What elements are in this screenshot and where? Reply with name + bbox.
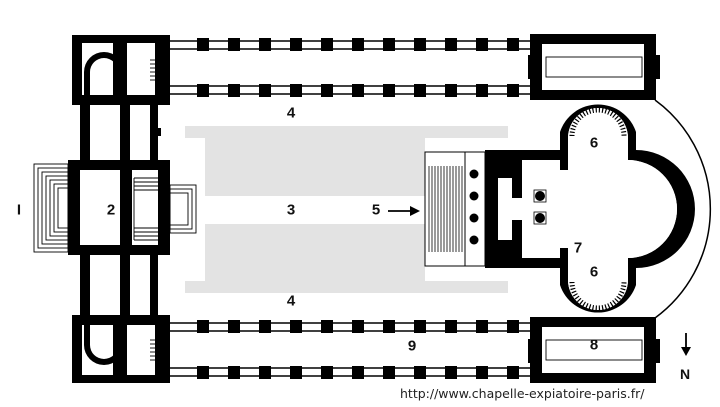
- gallery-pier: [259, 38, 271, 51]
- gallery-pier: [507, 366, 519, 379]
- gallery-pier: [228, 366, 240, 379]
- chapel: [485, 104, 695, 313]
- gallery-pier: [321, 84, 333, 97]
- compass-north-label: N: [680, 366, 691, 382]
- gallery-pier: [228, 38, 240, 51]
- gallery-pier: [228, 320, 240, 333]
- gallery-pier: [197, 84, 209, 97]
- gallery-piers: [197, 38, 519, 379]
- gallery-pier: [476, 84, 488, 97]
- source-url: http://www.chapelle-expiatoire-paris.fr/: [400, 386, 645, 401]
- gallery-pier: [414, 320, 426, 333]
- north-arrow-icon: [681, 333, 691, 356]
- inner-steps: [133, 177, 197, 241]
- gallery-pier: [259, 84, 271, 97]
- arrow-5: [388, 206, 420, 216]
- gallery-pier: [197, 38, 209, 51]
- gallery-pier: [383, 320, 395, 333]
- gallery-pier: [476, 320, 488, 333]
- gallery-pier: [352, 366, 364, 379]
- gallery-pier: [414, 84, 426, 97]
- gallery-pier: [290, 38, 302, 51]
- end-rooms: [528, 34, 660, 383]
- gallery-pier: [321, 320, 333, 333]
- gallery-pier: [290, 320, 302, 333]
- end-room-inner-lines: [545, 56, 643, 361]
- gallery-pier: [259, 320, 271, 333]
- gallery-stairs: [150, 59, 155, 361]
- entrance-steps: [33, 163, 69, 253]
- gallery-pier: [290, 366, 302, 379]
- gallery-pier: [352, 84, 364, 97]
- label-2: 2: [106, 201, 116, 219]
- gallery-pier: [507, 38, 519, 51]
- apse-outer-arc: [654, 99, 712, 319]
- gallery-pier: [383, 38, 395, 51]
- label-9: 9: [407, 337, 417, 355]
- gallery-pier: [321, 38, 333, 51]
- gallery-pier: [197, 366, 209, 379]
- label-6-top: 6: [589, 134, 599, 152]
- gallery-pier: [352, 38, 364, 51]
- gallery-pier: [383, 84, 395, 97]
- gallery-pier: [259, 366, 271, 379]
- label-3: 3: [286, 201, 296, 219]
- gallery-pier: [321, 366, 333, 379]
- gallery-pier: [507, 84, 519, 97]
- chapel-steps: [424, 151, 486, 267]
- gallery-pier: [445, 320, 457, 333]
- label-7: 7: [573, 239, 583, 257]
- gallery-pier: [445, 366, 457, 379]
- label-5: 5: [371, 201, 381, 219]
- label-4-bottom: 4: [286, 292, 296, 310]
- label-4-top: 4: [286, 104, 296, 122]
- gallery-pier: [507, 320, 519, 333]
- gallery-pier: [476, 38, 488, 51]
- gallery-pier: [352, 320, 364, 333]
- gallery-pier: [445, 38, 457, 51]
- label-1: I: [16, 201, 22, 219]
- gallery-pier: [290, 84, 302, 97]
- gallery-pier: [445, 84, 457, 97]
- gallery-pier: [414, 38, 426, 51]
- gallery-pier: [228, 84, 240, 97]
- gallery-pier: [414, 366, 426, 379]
- left-wing: [68, 35, 170, 383]
- label-8: 8: [589, 336, 599, 354]
- gallery-pier: [476, 366, 488, 379]
- gallery-pier: [197, 320, 209, 333]
- courtyard-area: [185, 126, 508, 293]
- label-6-bottom: 6: [589, 263, 599, 281]
- gallery-pier: [383, 366, 395, 379]
